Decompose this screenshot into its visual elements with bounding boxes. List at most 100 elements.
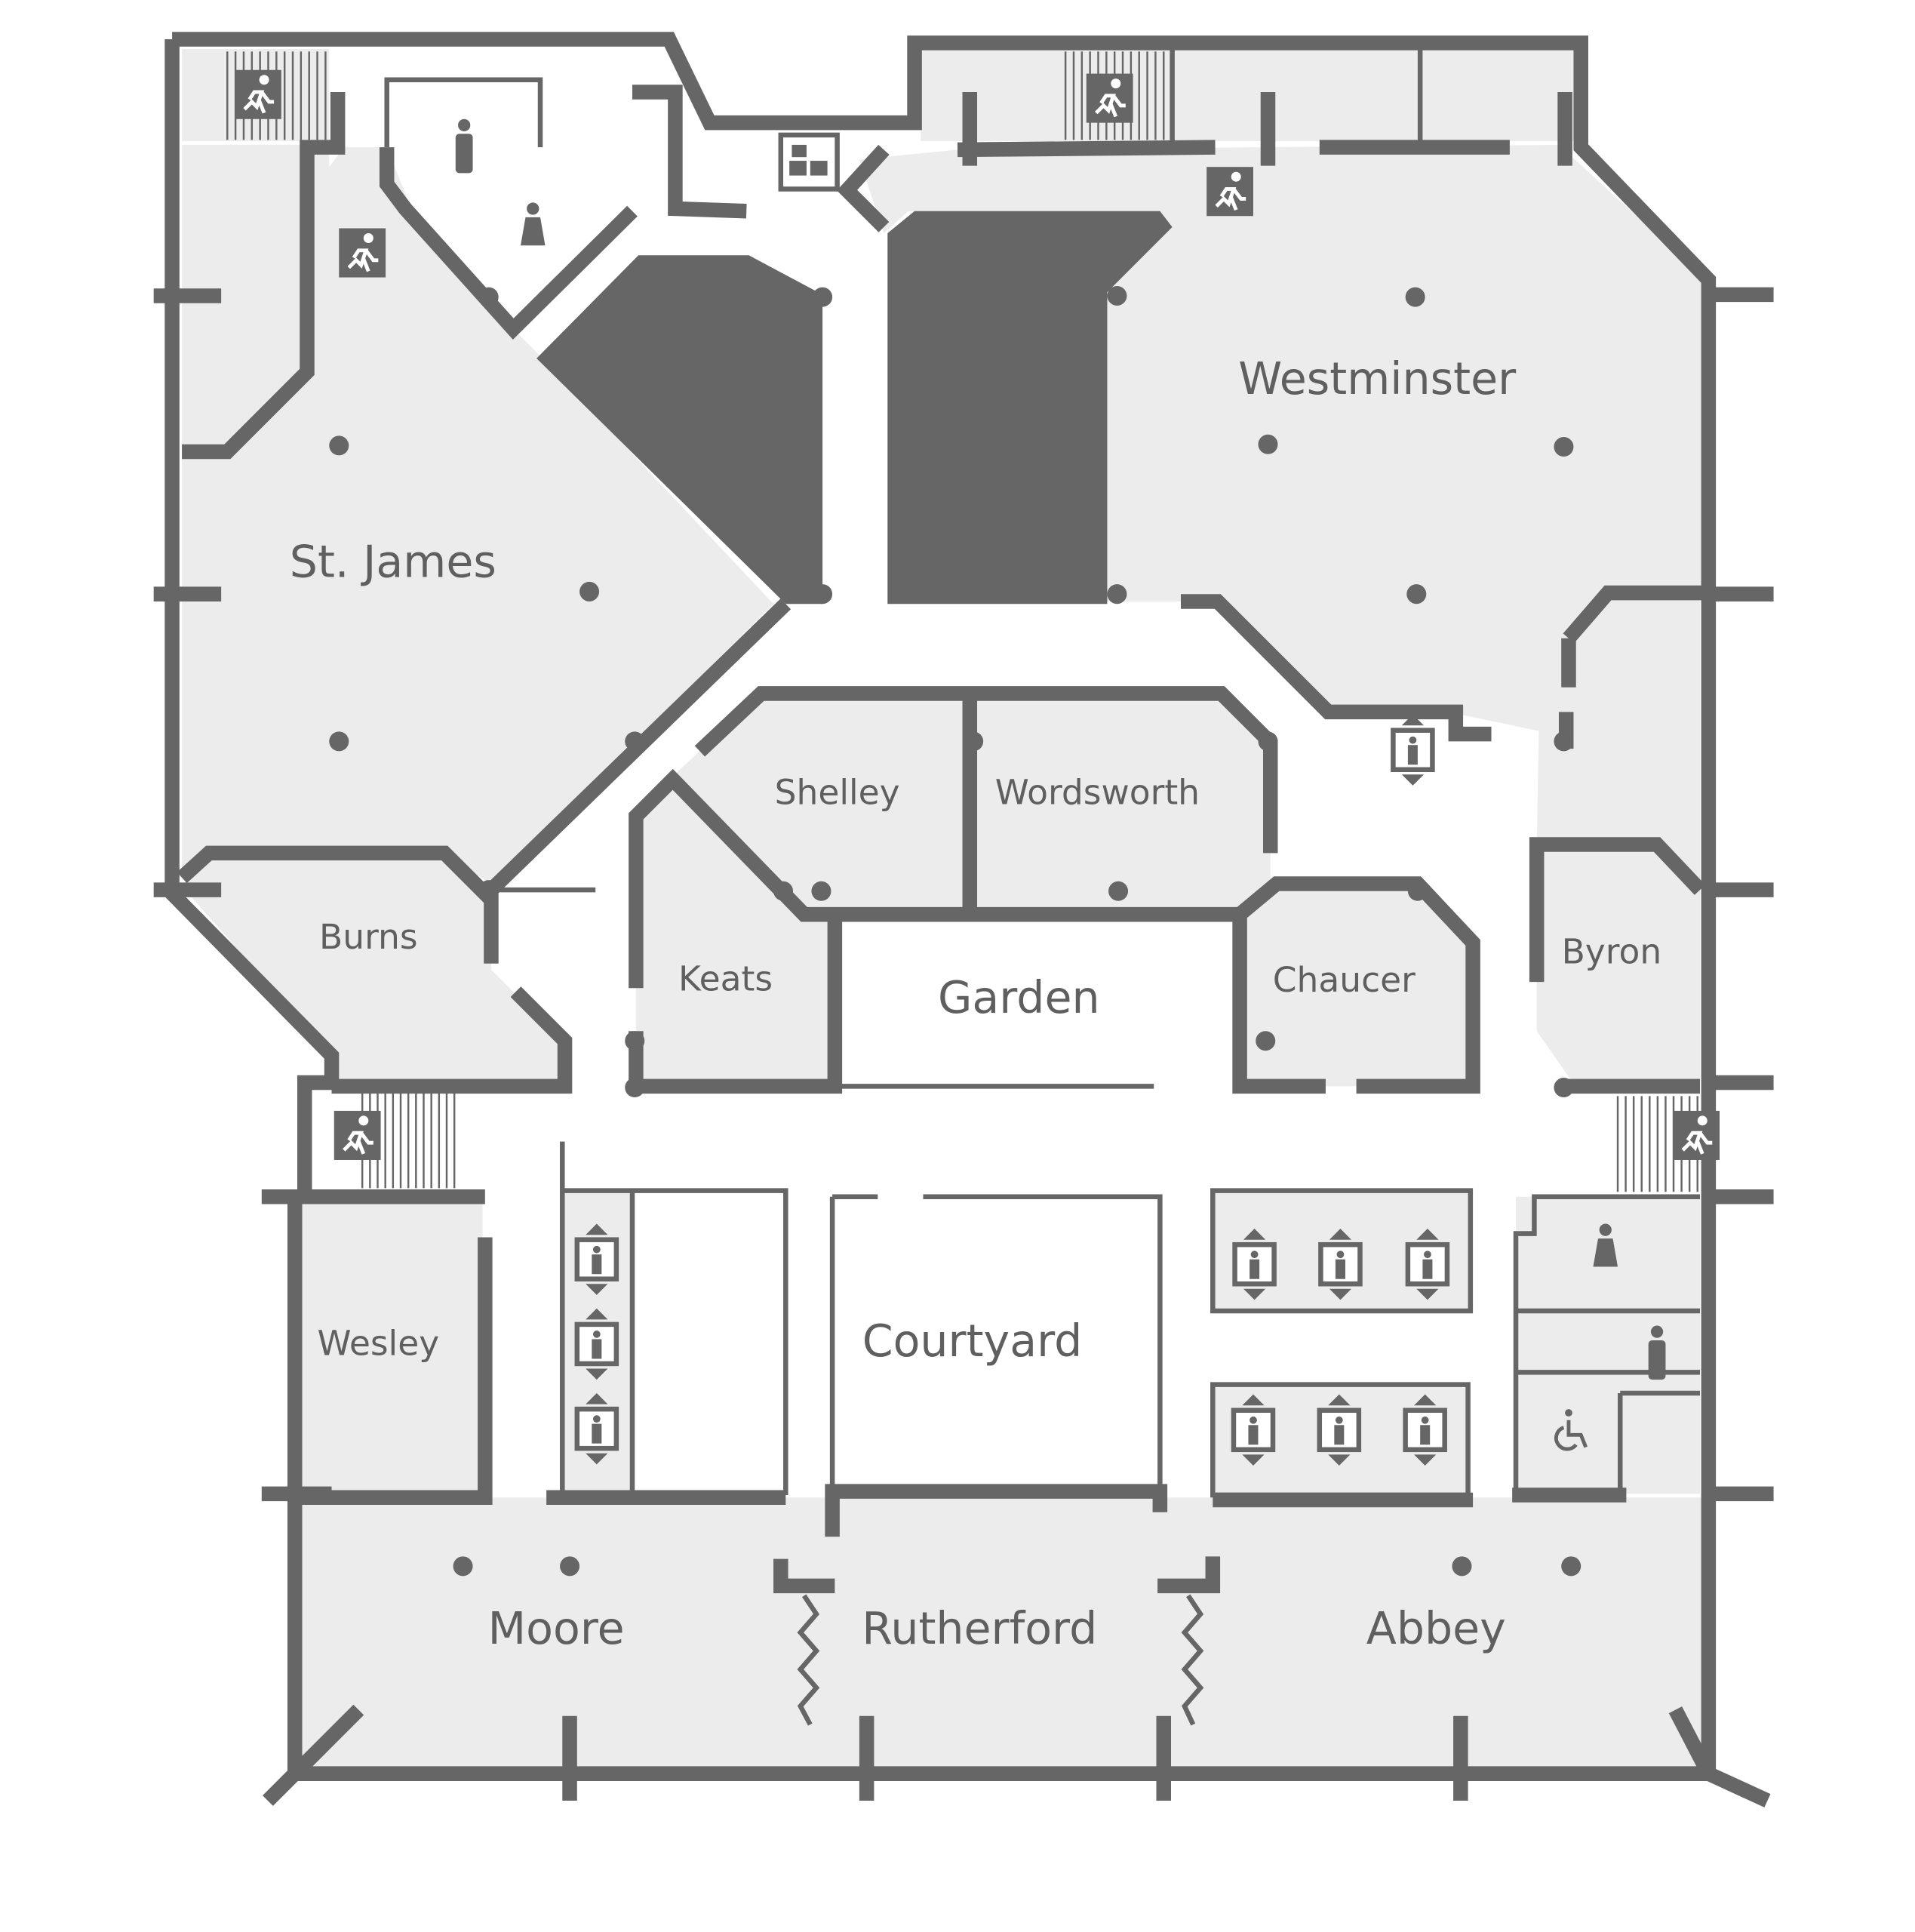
elevator-icon	[574, 1392, 619, 1465]
room-labels: St. James Westminster Shelley Wordsworth…	[290, 353, 1661, 1654]
column	[1258, 731, 1278, 752]
partition-divider[interactable]	[1181, 1594, 1204, 1726]
room-westminster[interactable]	[859, 144, 1707, 737]
exit-figure-head	[259, 75, 269, 85]
elevator-up-arrow	[586, 1223, 608, 1235]
label-chaucer[interactable]: Chaucer	[1273, 960, 1416, 1000]
elevator-down-arrow	[586, 1368, 608, 1380]
storage-icon	[778, 132, 840, 192]
exit-figure-head	[1111, 78, 1121, 89]
elevator-down-arrow	[1416, 1288, 1439, 1300]
column	[813, 287, 833, 307]
wall-westminster-west	[837, 144, 890, 232]
elevator-up-arrow	[586, 1308, 608, 1320]
person-head	[527, 202, 539, 215]
wall-shelley-wordsworth	[694, 686, 1278, 854]
elevator-icon	[574, 1223, 619, 1295]
elevator-up-arrow	[1401, 714, 1425, 726]
room-burns[interactable]	[182, 853, 565, 1087]
label-wordsworth[interactable]: Wordsworth	[995, 772, 1200, 812]
elevator-person-head	[592, 1331, 601, 1338]
men-restroom-icon	[455, 118, 473, 174]
elevator-up-arrow	[1242, 1394, 1265, 1406]
label-shelley[interactable]: Shelley	[775, 772, 900, 812]
elevator-person-body	[592, 1254, 602, 1275]
elevator-icon	[1318, 1229, 1363, 1300]
column	[1406, 584, 1427, 605]
elevator-person-body	[1422, 1259, 1433, 1279]
elevator-up-arrow	[1414, 1394, 1437, 1406]
wall-westminster-south	[1181, 594, 1492, 742]
elevator-up-arrow	[586, 1392, 608, 1404]
exit-sign-bg	[1673, 1110, 1720, 1160]
elevator-person-head	[592, 1415, 601, 1423]
wall-rutherford-north	[825, 1484, 1168, 1537]
label-courtyard[interactable]: Courtyard	[862, 1315, 1083, 1367]
wall-restroom-diagonal	[379, 147, 638, 340]
column	[478, 880, 499, 900]
room-stair-top-right	[921, 49, 1578, 142]
elevator-person-body	[592, 1423, 602, 1444]
column	[1258, 434, 1278, 454]
elevator-icon	[1232, 1229, 1277, 1300]
column	[1108, 881, 1129, 901]
column	[625, 1031, 645, 1051]
emergency-exit-icon	[334, 1110, 381, 1160]
wall-st-james-north	[182, 91, 346, 460]
person-head	[1650, 1325, 1664, 1338]
elevator-person-head	[592, 1245, 601, 1254]
exit-sign-bg	[334, 1110, 381, 1160]
exit-figure-legs	[257, 91, 275, 114]
elevator-person-head	[1421, 1416, 1429, 1424]
exit-figure-body	[347, 248, 369, 269]
label-keats[interactable]: Keats	[678, 959, 773, 999]
label-abbey[interactable]: Abbey	[1366, 1603, 1506, 1654]
elevator-down-arrow	[1414, 1454, 1437, 1466]
elevator-down-arrow	[586, 1284, 608, 1295]
label-westminster[interactable]: Westminster	[1238, 353, 1517, 405]
column	[1452, 1556, 1472, 1577]
exit-figure-head	[1231, 171, 1241, 182]
exit-figure-body	[1095, 94, 1116, 115]
elevator-person-head	[1336, 1251, 1345, 1259]
elevator-person-head	[1409, 736, 1417, 744]
room-wordsworth[interactable]	[970, 693, 1271, 915]
column	[773, 285, 794, 305]
exit-figure-legs	[1229, 188, 1246, 211]
men-restroom-icon	[1648, 1325, 1666, 1380]
person-body	[520, 217, 546, 246]
elevator-icon	[1403, 1394, 1447, 1466]
room-fills	[182, 49, 1707, 1774]
label-moore[interactable]: Moore	[488, 1603, 625, 1654]
label-st-james[interactable]: St. James	[290, 536, 496, 587]
label-byron[interactable]: Byron	[1562, 932, 1662, 972]
partition-divider[interactable]	[797, 1594, 820, 1726]
label-garden[interactable]: Garden	[938, 972, 1100, 1023]
elevator-bank	[1210, 1382, 1471, 1498]
wall-stub	[1705, 1767, 1771, 1807]
room-shelley[interactable]	[669, 693, 970, 915]
label-wesley[interactable]: Wesley	[317, 1324, 439, 1364]
exit-figure-body	[243, 90, 265, 111]
room-chaucer[interactable]	[1240, 884, 1474, 1087]
column	[1107, 285, 1127, 306]
storage-frame	[778, 132, 840, 192]
room-east-corridor	[1536, 595, 1700, 891]
column	[1554, 1078, 1574, 1098]
storage-box	[810, 161, 828, 176]
elevator-person-body	[1334, 1425, 1345, 1445]
label-rutherford[interactable]: Rutherford	[862, 1603, 1097, 1654]
exit-figure-body	[1681, 1131, 1703, 1152]
wall-stub	[289, 1704, 364, 1780]
wall-burns-north	[177, 845, 496, 906]
label-burns[interactable]: Burns	[319, 917, 418, 957]
room-byron[interactable]	[1536, 847, 1700, 1081]
wall-pillar	[1157, 1556, 1221, 1594]
room-st-james[interactable]	[182, 147, 774, 884]
elevator-person-head	[1250, 1416, 1257, 1424]
room-keats[interactable]	[635, 779, 835, 1087]
wall-wesley-east	[300, 1237, 493, 1506]
room-wesley[interactable]	[300, 1196, 483, 1494]
wall-restroom	[384, 77, 543, 148]
elevator-icon	[1391, 714, 1435, 786]
